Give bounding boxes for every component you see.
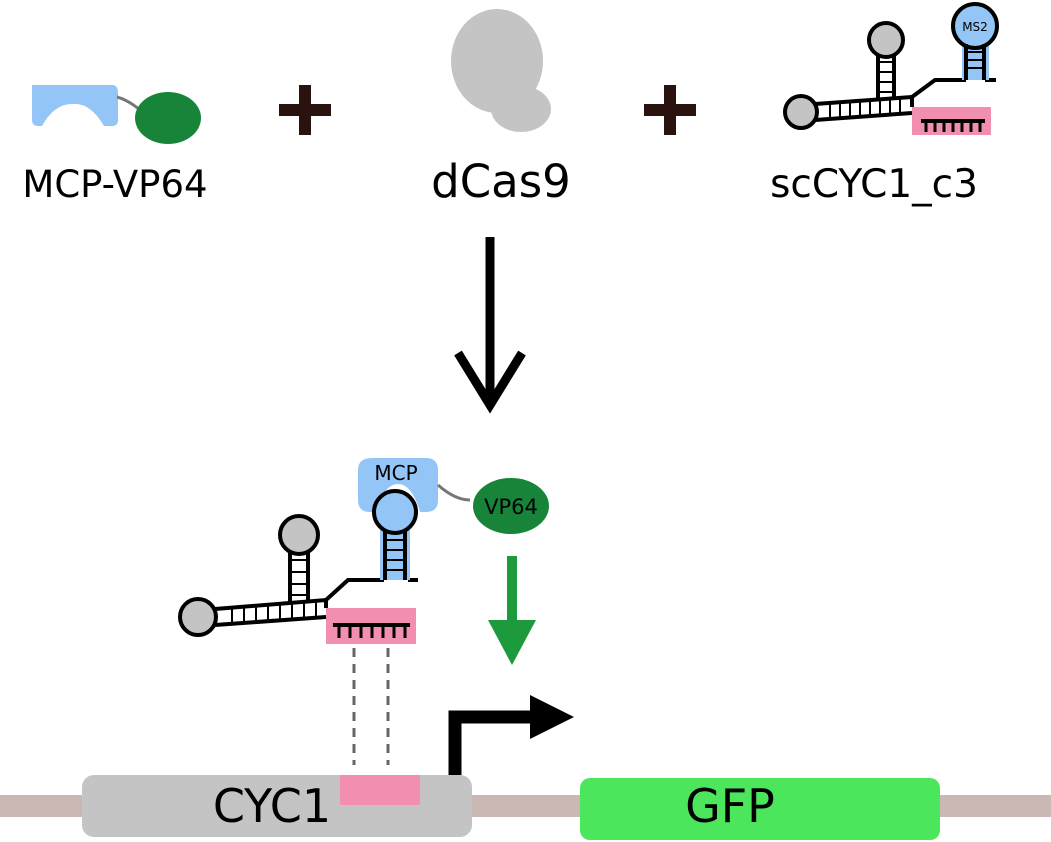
- guide-label: scCYC1_c3: [770, 162, 978, 207]
- vp64-label: VP64: [484, 495, 538, 519]
- target-site: [340, 775, 420, 805]
- target-binding-lines: [352, 648, 390, 765]
- assembled-complex: MCP VP64: [178, 458, 549, 644]
- activation-arrow-icon: [488, 556, 536, 665]
- plus-icon: [279, 85, 331, 135]
- down-arrow-icon: [454, 237, 526, 414]
- dcas9-label: dCas9: [431, 155, 571, 208]
- linker: [437, 483, 471, 502]
- vp64-domain: [135, 92, 201, 144]
- vp64-domain-bound: [473, 478, 549, 534]
- mcp-vp64-label: MCP-VP64: [22, 163, 207, 206]
- gfp-gene: [580, 778, 940, 840]
- ms2-label: MS2: [962, 20, 988, 34]
- transcription-start-arrow-icon: [448, 695, 574, 775]
- cyc1-label: CYC1: [213, 779, 331, 833]
- mcp-domain: [32, 85, 118, 126]
- mcp-vp64-protein: [32, 85, 201, 144]
- linker: [116, 95, 141, 112]
- guide-rna: MS2: [783, 2, 999, 135]
- mcp-label: MCP: [374, 461, 417, 485]
- gfp-label: GFP: [685, 779, 775, 833]
- dcas9-protein: [451, 9, 551, 132]
- plus-icon: [644, 85, 696, 135]
